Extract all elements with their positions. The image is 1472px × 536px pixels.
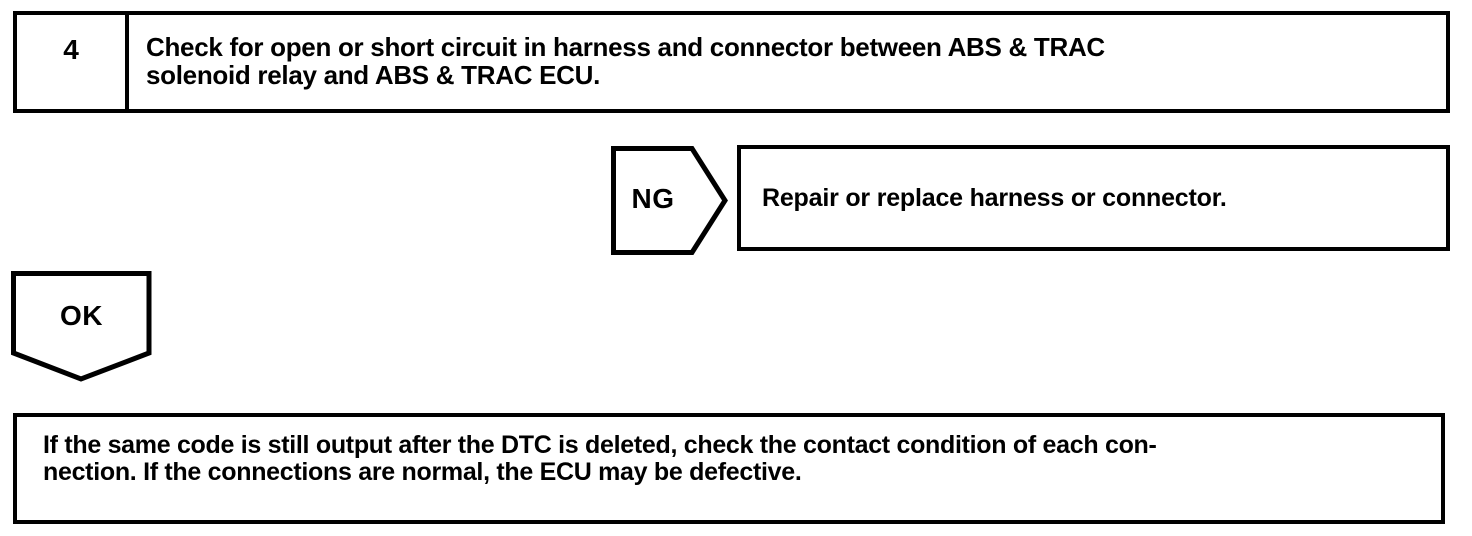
ok-label: OK xyxy=(60,300,103,331)
ng-action-box: Repair or replace harness or connector. xyxy=(737,145,1450,251)
ok-connector: OK xyxy=(11,271,152,382)
conclusion-box: If the same code is still output after t… xyxy=(13,413,1445,524)
step-box: 4 Check for open or short circuit in har… xyxy=(13,11,1450,113)
conclusion-line-2: nection. If the connections are normal, … xyxy=(43,458,802,486)
ng-pentagon-icon xyxy=(611,146,728,255)
step-instruction-line-2: solenoid relay and ABS & TRAC ECU. xyxy=(146,60,601,90)
step-number-cell: 4 xyxy=(17,15,129,109)
conclusion-line-1: If the same code is still output after t… xyxy=(43,431,1157,459)
ng-connector: NG xyxy=(611,146,728,255)
ok-pentagon-icon xyxy=(11,271,152,382)
step-number: 4 xyxy=(63,34,79,65)
ng-action-text: Repair or replace harness or connector. xyxy=(762,183,1227,212)
step-instruction: Check for open or short circuit in harne… xyxy=(129,15,1446,109)
ng-label: NG xyxy=(631,183,675,214)
step-instruction-line-1: Check for open or short circuit in harne… xyxy=(146,32,1105,62)
